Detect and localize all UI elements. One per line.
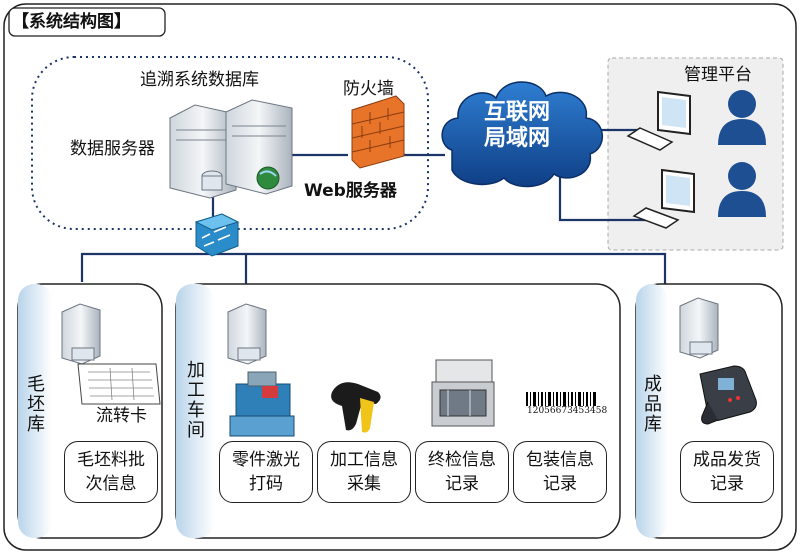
workshop-server-icon [227,303,267,365]
management-panel [607,57,784,251]
user-icon [718,90,766,145]
raw-warehouse-server-icon [61,303,101,365]
network-switch-icon [194,213,240,257]
raw-batch-info-line1: 毛坯料批 [77,450,145,470]
laser-marking-machine-icon [229,371,295,437]
final-inspection-box: 终检信息 记录 [415,441,509,503]
barcode-scanner-icon [331,382,381,433]
user-icon [718,162,766,217]
database-region [31,56,429,230]
web-server-icon [225,99,293,195]
web-server-label: Web服务器 [304,181,397,201]
laser-marking-line1: 零件激光 [232,450,300,470]
cloud-lan-label: 局域网 [483,126,550,151]
database-label: 追溯系统数据库 [140,70,259,90]
circulation-card-icon [77,363,161,405]
firewall-label: 防火墙 [343,79,394,99]
circulation-card-label: 流转卡 [96,406,147,426]
inspection-machine-icon [431,359,495,427]
raw-warehouse-name: 毛坯库 [24,374,45,434]
product-shipment-line1: 成品发货 [693,450,761,470]
process-info-line1: 加工信息 [330,450,398,470]
product-shipment-line2: 记录 [710,474,744,494]
barcode-icon [526,392,596,406]
firewall-icon [351,95,405,169]
data-server-label: 数据服务器 [70,139,155,159]
packaging-info-line1: 包装信息 [526,450,594,470]
data-server-icon [169,104,237,199]
product-warehouse-server-icon [679,297,719,359]
network-wires [80,128,667,320]
management-computer-icon [632,168,695,229]
product-shipment-box: 成品发货 记录 [680,441,774,503]
raw-batch-info-box: 毛坯料批 次信息 [64,441,158,503]
laser-marking-line2: 打码 [249,474,283,494]
diagram-title: 【系统结构图】 [12,12,131,32]
management-platform-label: 管理平台 [684,65,752,85]
final-inspection-line1: 终检信息 [428,450,496,470]
packaging-info-line2: 记录 [543,474,577,494]
cloud-internet-label: 互联网 [483,100,550,125]
handheld-terminal-icon [699,365,757,425]
barcode-number: 12056673453458 [527,406,608,416]
title-box [8,7,166,37]
workshop-name: 加工车间 [184,360,205,440]
packaging-info-box: 包装信息 记录 [513,441,607,503]
laser-marking-box: 零件激光 打码 [219,441,313,503]
management-computer-icon [626,90,691,151]
cloud-icon [441,81,604,188]
product-warehouse-name: 成品库 [641,374,662,434]
final-inspection-line2: 记录 [445,474,479,494]
process-info-box: 加工信息 采集 [317,441,411,503]
raw-batch-info-line2: 次信息 [85,474,137,494]
process-info-line2: 采集 [347,474,381,494]
